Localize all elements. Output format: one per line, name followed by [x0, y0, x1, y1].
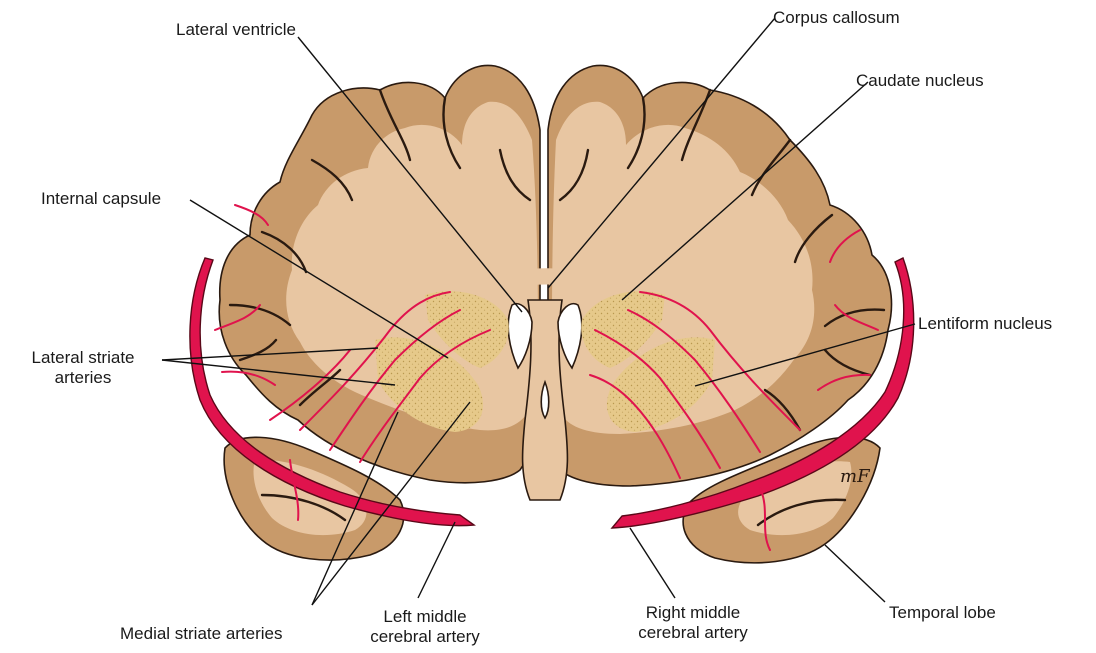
- label-left-mca-line1: Left middle: [355, 607, 495, 627]
- label-right-mca-line2: cerebral artery: [618, 623, 768, 643]
- label-right-mca-line1: Right middle: [618, 603, 768, 623]
- label-left-middle-cerebral-artery: Left middle cerebral artery: [355, 607, 495, 647]
- label-medial-striate-arteries: Medial striate arteries: [120, 624, 283, 644]
- label-left-mca-line2: cerebral artery: [355, 627, 495, 647]
- label-lateral-ventricle: Lateral ventricle: [120, 20, 296, 40]
- label-lentiform-nucleus: Lentiform nucleus: [918, 314, 1052, 334]
- artist-signature: mF: [840, 466, 871, 487]
- leader-left-mca: [418, 522, 455, 598]
- label-right-middle-cerebral-artery: Right middle cerebral artery: [618, 603, 768, 643]
- label-lateral-striate-arteries: Lateral striate arteries: [6, 348, 160, 388]
- label-caudate-nucleus: Caudate nucleus: [856, 71, 984, 91]
- leader-temporal-lobe: [825, 545, 885, 602]
- label-corpus-callosum: Corpus callosum: [773, 8, 900, 28]
- label-temporal-lobe: Temporal lobe: [889, 603, 996, 623]
- label-lateral-striate-line1: Lateral striate: [6, 348, 160, 368]
- leader-right-mca: [630, 528, 675, 598]
- right-hemisphere: [547, 65, 892, 486]
- label-internal-capsule: Internal capsule: [41, 189, 161, 209]
- label-lateral-striate-line2: arteries: [6, 368, 160, 388]
